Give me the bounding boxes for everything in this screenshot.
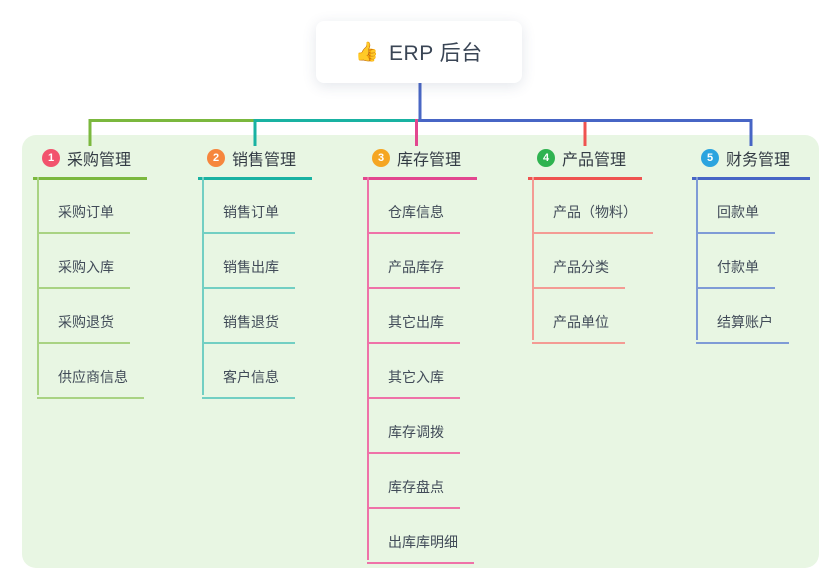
child-node[interactable]: 供应商信息	[37, 367, 144, 399]
branch-children-connector-line	[532, 177, 534, 340]
branch-children-connector-line	[202, 177, 204, 395]
child-node[interactable]: 库存盘点	[367, 477, 460, 509]
branch-header[interactable]: 5 财务管理	[692, 146, 810, 180]
branch-header[interactable]: 3 库存管理	[363, 146, 477, 180]
branch-children-connector-line	[367, 177, 369, 560]
root-node-label: ERP 后台	[389, 42, 483, 65]
branch-number-badge: 3	[372, 149, 390, 167]
branch-header[interactable]: 2 销售管理	[198, 146, 312, 180]
branches-panel	[22, 135, 819, 568]
branch-children-connector-line	[696, 177, 698, 340]
branch-label: 采购管理	[67, 152, 132, 169]
child-node[interactable]: 销售出库	[202, 257, 295, 289]
branch-number-badge: 1	[42, 149, 60, 167]
child-node[interactable]: 客户信息	[202, 367, 295, 399]
branch-header[interactable]: 4 产品管理	[528, 146, 642, 180]
child-node[interactable]: 其它出库	[367, 312, 460, 344]
branch-label: 产品管理	[562, 152, 627, 169]
branch-label: 库存管理	[397, 152, 462, 169]
child-node[interactable]: 采购订单	[37, 202, 130, 234]
branch-children-connector-line	[37, 177, 39, 395]
child-node[interactable]: 产品库存	[367, 257, 460, 289]
root-node[interactable]: 👍 ERP 后台	[316, 21, 522, 83]
child-node[interactable]: 产品（物料）	[532, 202, 653, 234]
child-node[interactable]: 出库库明细	[367, 532, 474, 564]
child-node[interactable]: 结算账户	[696, 312, 789, 344]
child-node[interactable]: 库存调拨	[367, 422, 460, 454]
branch-label: 财务管理	[726, 152, 791, 169]
thumbs-up-icon: 👍	[355, 41, 380, 63]
branch-number-badge: 4	[537, 149, 555, 167]
branch-label: 销售管理	[232, 152, 297, 169]
child-node[interactable]: 其它入库	[367, 367, 460, 399]
child-node[interactable]: 销售订单	[202, 202, 295, 234]
child-node[interactable]: 销售退货	[202, 312, 295, 344]
child-node[interactable]: 采购退货	[37, 312, 130, 344]
child-node[interactable]: 仓库信息	[367, 202, 460, 234]
branch-number-badge: 5	[701, 149, 719, 167]
branch-number-badge: 2	[207, 149, 225, 167]
branch-header[interactable]: 1 采购管理	[33, 146, 147, 180]
child-node[interactable]: 回款单	[696, 202, 775, 234]
child-node[interactable]: 付款单	[696, 257, 775, 289]
child-node[interactable]: 产品分类	[532, 257, 625, 289]
child-node[interactable]: 采购入库	[37, 257, 130, 289]
child-node[interactable]: 产品单位	[532, 312, 625, 344]
